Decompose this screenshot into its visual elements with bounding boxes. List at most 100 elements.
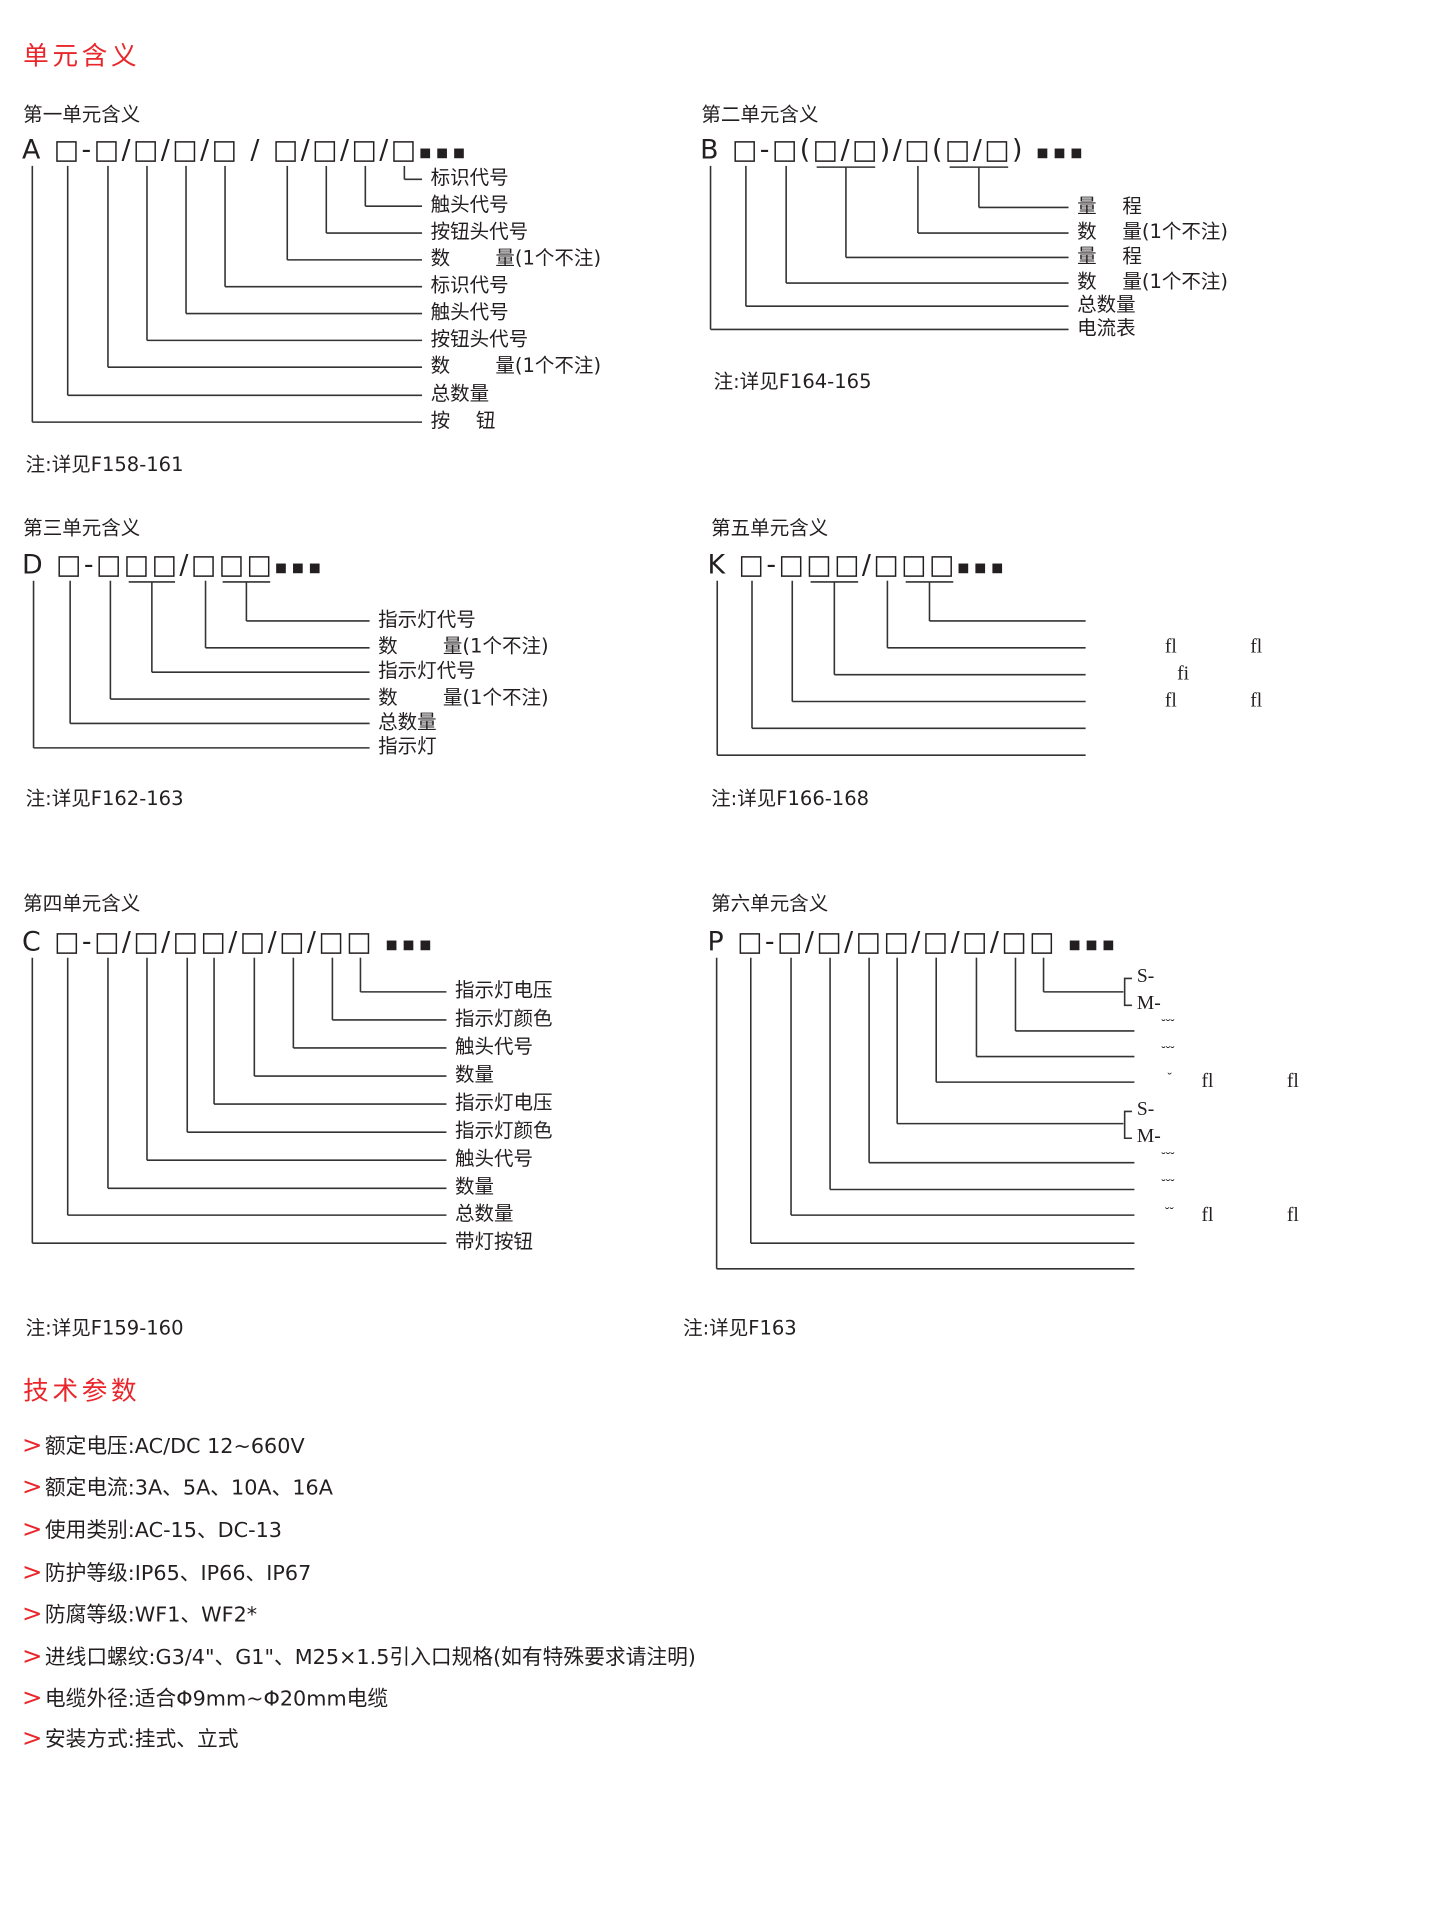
unit-p-title: 第六单元含义 bbox=[711, 891, 829, 915]
unit-p-annotation: ˘˘ bbox=[1164, 1205, 1174, 1220]
unit-d-label: 指示灯 bbox=[378, 734, 437, 758]
unit-b-label: 量 程 bbox=[1077, 193, 1142, 218]
code-prefix-letter: D bbox=[21, 550, 46, 581]
unit-a-label: 按 钮 bbox=[430, 408, 496, 432]
unit-c-code-pattern: C □-□/□/□□/□/□/□□ ▪▪▪ bbox=[22, 926, 436, 961]
code-separator bbox=[43, 927, 54, 958]
code-box: □ bbox=[239, 927, 268, 958]
unit-c-title: 第四单元含义 bbox=[23, 891, 141, 915]
code-separator: / bbox=[989, 927, 1002, 958]
code-separator bbox=[1025, 135, 1036, 166]
code-separator: / bbox=[179, 550, 191, 581]
chevron-right-icon: > bbox=[21, 1471, 43, 1501]
unit-p-annotation: ˘˘˘ bbox=[1161, 1017, 1175, 1033]
code-separator: - bbox=[766, 550, 779, 581]
unit-b-note: 注:详见F164-165 bbox=[713, 369, 872, 393]
code-ellipsis: ▪▪▪ bbox=[384, 932, 436, 956]
code-separator bbox=[721, 135, 732, 166]
code-separator: / bbox=[339, 135, 352, 166]
code-box: □ bbox=[151, 550, 180, 581]
tech-spec-text: 额定电压:AC/DC 12~660V bbox=[44, 1434, 305, 1460]
code-ellipsis: ▪▪▪ bbox=[1035, 140, 1087, 164]
code-separator: - bbox=[759, 135, 772, 166]
code-separator: / bbox=[121, 135, 133, 166]
tech-spec-item: >电缆外径:适合Φ9mm~Φ20mm电缆 bbox=[22, 1681, 388, 1711]
code-ellipsis: ▪▪▪ bbox=[956, 555, 1008, 579]
tech-spec-text: 进线口螺纹:G3/4"、G1"、M25×1.5引入口规格(如有特殊要求请注明) bbox=[44, 1645, 696, 1671]
unit-p-annotation: fl bbox=[1201, 1071, 1214, 1092]
code-box: □ bbox=[96, 550, 124, 581]
chevron-right-icon: > bbox=[21, 1722, 43, 1752]
unit-b-code-pattern: B □-□(□/□)/□(□/□) ▪▪▪ bbox=[700, 134, 1086, 169]
unit-c-label: 指示灯颜色 bbox=[454, 1006, 553, 1030]
code-separator: / bbox=[844, 927, 856, 958]
code-box: □ bbox=[883, 927, 912, 958]
code-separator: / bbox=[950, 927, 963, 958]
code-box: □ bbox=[172, 927, 201, 958]
code-box: □ bbox=[1029, 927, 1057, 958]
code-box: □ bbox=[93, 135, 122, 166]
code-box: □ bbox=[851, 135, 880, 166]
unit-c-note: 注:详见F159-160 bbox=[25, 1316, 184, 1340]
code-box: □ bbox=[200, 927, 229, 958]
tech-spec-text: 额定电流:3A、5A、10A、16A bbox=[44, 1476, 333, 1501]
unit-b-label: 数 量(1个不注) bbox=[1077, 269, 1229, 293]
unit-c-label: 指示灯颜色 bbox=[454, 1118, 553, 1142]
unit-d-label: 数 量(1个不注) bbox=[378, 634, 549, 658]
unit-a-note: 注:详见F158-161 bbox=[25, 452, 184, 476]
code-box: □ bbox=[873, 550, 902, 581]
unit-p-annotation: S- bbox=[1136, 1099, 1155, 1120]
code-box: □ bbox=[812, 135, 841, 166]
unit-p-annotation: fl bbox=[1286, 1205, 1299, 1227]
unit-c-label: 数量 bbox=[454, 1174, 495, 1199]
unit-p-annotation: fl bbox=[1201, 1205, 1214, 1227]
unit-b-label: 总数量 bbox=[1077, 292, 1136, 316]
code-ellipsis: ▪▪▪ bbox=[418, 140, 470, 164]
unit-b-label: 电流表 bbox=[1077, 315, 1136, 340]
code-separator: / bbox=[160, 135, 173, 166]
code-separator: / bbox=[804, 927, 817, 958]
unit-k-annotation: fl bbox=[1250, 636, 1263, 658]
unit-c-label: 指示灯电压 bbox=[454, 1090, 553, 1114]
code-box: □ bbox=[806, 550, 835, 581]
unit-p-code-pattern: P □-□/□/□□/□/□/□□ ▪▪▪ bbox=[707, 926, 1118, 961]
code-separator: / bbox=[228, 927, 240, 958]
code-box: □ bbox=[123, 550, 152, 581]
code-box: □ bbox=[855, 927, 884, 958]
code-prefix-letter: B bbox=[700, 135, 722, 166]
code-box: □ bbox=[737, 927, 765, 958]
tech-spec-text: 防护等级:IP65、IP66、IP67 bbox=[44, 1561, 312, 1586]
unit-a-label: 按钮头代号 bbox=[430, 326, 529, 351]
code-separator: / bbox=[200, 135, 212, 166]
chevron-right-icon: > bbox=[21, 1640, 43, 1671]
code-separator: / bbox=[972, 135, 985, 166]
chevron-right-icon: > bbox=[21, 1429, 43, 1460]
unit-a-title: 第一单元含义 bbox=[23, 102, 141, 126]
unit-b-title: 第二单元含义 bbox=[701, 102, 819, 126]
code-separator: / bbox=[300, 135, 313, 166]
code-box: □ bbox=[218, 550, 247, 581]
code-separator: - bbox=[764, 927, 778, 958]
tech-spec-item: >进线口螺纹:G3/4"、G1"、M25×1.5引入口规格(如有特殊要求请注明) bbox=[21, 1640, 696, 1671]
code-box: □ bbox=[312, 135, 340, 166]
unit-d-code-pattern: D □-□□□/□□□▪▪▪ bbox=[22, 549, 325, 584]
unit-p-annotation: ˘˘˘ bbox=[1161, 1150, 1175, 1166]
code-box: □ bbox=[962, 927, 990, 958]
chevron-right-icon: > bbox=[21, 1556, 43, 1586]
chevron-right-icon: > bbox=[21, 1514, 43, 1544]
unit-a-label: 触头代号 bbox=[430, 300, 509, 324]
code-box: □ bbox=[56, 550, 84, 581]
code-ellipsis: ▪▪▪ bbox=[1067, 932, 1119, 956]
unit-p-annotation: S- bbox=[1136, 966, 1155, 987]
code-box: □ bbox=[984, 135, 1013, 166]
code-separator: - bbox=[81, 135, 94, 166]
unit-a-code-pattern: A □-□/□/□/□ / □/□/□/□▪▪▪ bbox=[22, 134, 469, 169]
unit-p-annotation: ˘ bbox=[1167, 1071, 1172, 1086]
unit-b-label: 数 量(1个不注) bbox=[1077, 219, 1229, 243]
unit-c-label: 触头代号 bbox=[454, 1146, 534, 1170]
unit-c-label: 带灯按钮 bbox=[454, 1229, 534, 1253]
code-separator bbox=[374, 927, 385, 958]
unit-d-label: 指示灯代号 bbox=[378, 658, 476, 682]
bracket-icon bbox=[1123, 977, 1132, 1140]
code-box: □ bbox=[901, 550, 929, 581]
